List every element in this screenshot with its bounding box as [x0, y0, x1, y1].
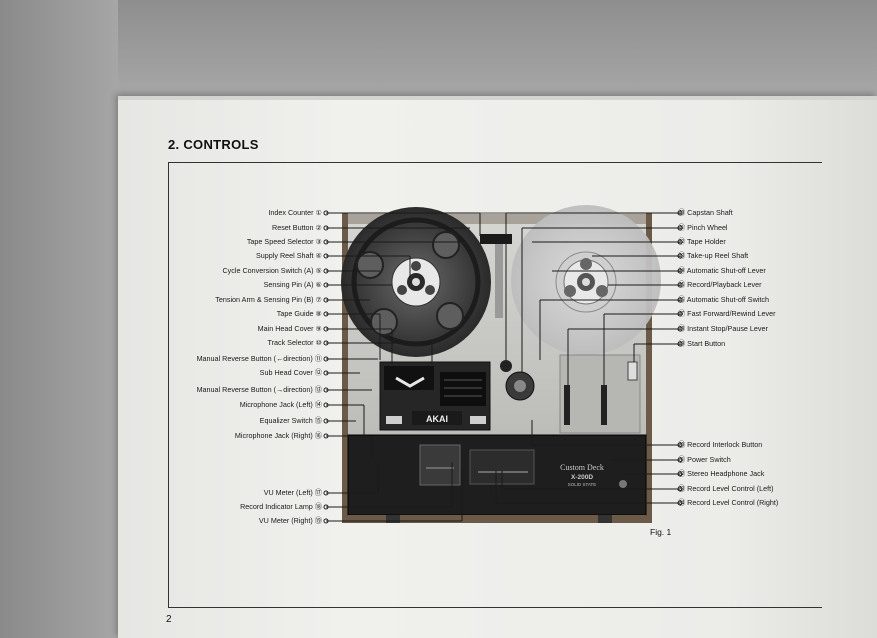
label-tape-holder: ㉒ Tape Holder — [678, 237, 726, 246]
index-counter — [480, 234, 512, 244]
label-start-button: ㉙ Start Button — [678, 339, 726, 348]
label-capstan-shaft: ⑳ Capstan Shaft — [678, 208, 733, 217]
label-tension-arm: Tension Arm & Sensing Pin (B) ⑦ — [215, 295, 322, 304]
label-mic-jack-left: Microphone Jack (Left) ⑭ — [239, 400, 322, 409]
label-vu-meter-left: VU Meter (Left) ⑰ — [263, 488, 322, 497]
label-sub-head-cover: Sub Head Cover ⑫ — [259, 368, 322, 377]
model-name: Custom Deck — [560, 463, 604, 472]
label-sensing-pin-a: Sensing Pin (A) ⑥ — [263, 280, 322, 289]
label-record-level-right: ㉞ Record Level Control (Right) — [678, 498, 779, 507]
label-tape-guide: Tape Guide ⑧ — [276, 309, 322, 318]
label-take-up-reel-shaft: ㉓ Take-up Reel Shaft — [678, 251, 749, 260]
label-headphone-jack: ㉜ Stereo Headphone Jack — [678, 469, 765, 478]
label-ff-rewind-lever: ㉗ Fast Forward/Rewind Lever — [678, 309, 776, 318]
label-pinch-wheel: ㉑ Pinch Wheel — [678, 223, 728, 232]
figure-caption: Fig. 1 — [650, 527, 672, 537]
label-record-indicator-lamp: Record Indicator Lamp ⑱ — [240, 502, 322, 511]
label-equalizer-switch: Equalizer Switch ⑮ — [259, 416, 322, 425]
label-record-level-left: ㉝ Record Level Control (Left) — [678, 484, 774, 493]
label-record-playback-lever: ㉕ Record/Playback Lever — [678, 280, 762, 289]
label-track-selector: Track Selector ⑩ — [267, 338, 322, 347]
capstan-area — [495, 238, 535, 401]
label-record-interlock-button: ㉚ Record Interlock Button — [678, 440, 763, 449]
top-rule — [168, 162, 822, 163]
head-assembly: AKAI — [379, 361, 491, 431]
label-auto-shutoff-lever: ㉔ Automatic Shut-off Lever — [678, 266, 766, 275]
label-index-counter: Index Counter ① — [268, 208, 322, 217]
front-panel: Custom Deck X-200D SOLID STATE — [347, 434, 647, 523]
page-number: 2 — [166, 614, 172, 625]
right-leader-lines — [495, 210, 683, 506]
left-leader-lines — [323, 210, 481, 524]
label-cycle-conversion-switch: Cycle Conversion Switch (A) ⑤ — [222, 266, 322, 275]
label-reset-button: Reset Button ② — [272, 223, 322, 232]
supply-reel — [341, 207, 491, 357]
model-number: X-200D — [571, 474, 593, 481]
label-manual-reverse-left: Manual Reverse Button (←direction) ⑪ — [196, 354, 322, 363]
background-shadow — [0, 0, 877, 100]
label-mic-jack-right: Microphone Jack (Right) ⑯ — [234, 431, 322, 440]
label-supply-reel-shaft: Supply Reel Shaft ④ — [256, 251, 322, 260]
bottom-rule — [168, 607, 822, 608]
page-edge — [118, 96, 877, 100]
label-manual-reverse-right: Manual Reverse Button (→direction) ⑬ — [196, 385, 322, 394]
section-title: 2. CONTROLS — [168, 137, 259, 152]
label-vu-meter-right: VU Meter (Right) ⑲ — [258, 516, 322, 525]
label-power-switch: ㉛ Power Switch — [678, 455, 731, 464]
control-levers — [559, 354, 641, 434]
background-shadow-left — [0, 0, 118, 638]
left-frame-rule — [168, 162, 169, 608]
model-subtitle: SOLID STATE — [568, 482, 597, 487]
label-tape-speed-selector: Tape Speed Selector ③ — [246, 237, 322, 246]
label-main-head-cover: Main Head Cover ⑨ — [257, 324, 322, 333]
label-auto-shutoff-switch: ㉖ Automatic Shut-off Switch — [678, 295, 769, 304]
label-instant-stop-lever: ㉘ Instant Stop/Pause Lever — [678, 324, 768, 333]
brand-logo: AKAI — [426, 414, 448, 424]
